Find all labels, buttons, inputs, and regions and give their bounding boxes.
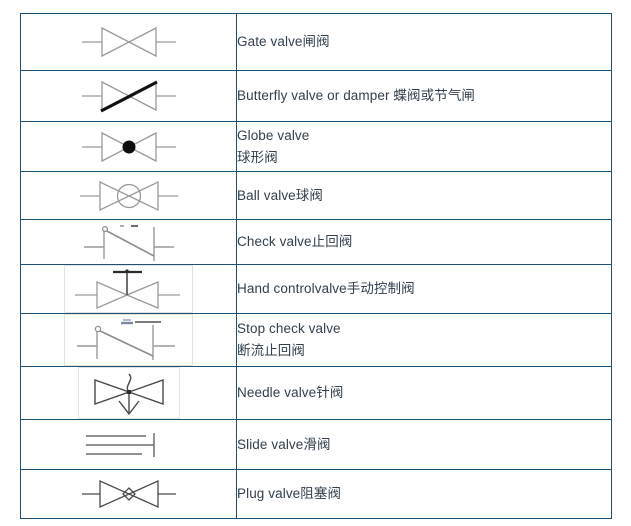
symbol-frame [77,367,180,419]
table-row: Stop check valve 断流止回阀 [20,313,612,367]
label-line: Needle valve针阀 [237,385,344,401]
label-line: Stop check valve [237,321,341,337]
plug-valve-symbol [21,476,236,512]
label-cell: Hand controlvalve手动控制阀 [236,264,612,314]
slide-valve-icon [85,432,155,457]
label-cell: Plug valve阻塞阀 [236,469,612,519]
table-row: Globe valve 球形阀 [20,121,612,172]
plug-valve-icon [81,479,176,509]
label-line: Ball valve球阀 [237,187,323,203]
stop-check-valve-icon [77,319,175,360]
hand-control-valve-icon [75,269,180,309]
slide-valve-symbol [21,428,236,462]
label-cell: Gate valve闸阀 [236,13,612,71]
table-row: Plug valve阻塞阀 [20,469,612,519]
symbol-cell [20,419,237,470]
label-line: Butterfly valve or damper 蝶阀或节气闸 [237,88,476,104]
symbol-cell [20,313,237,367]
label-cell: Butterfly valve or damper 蝶阀或节气闸 [236,70,612,122]
symbol-cell [20,219,237,265]
needle-valve-symbol [21,367,236,419]
needle-valve-icon [93,373,164,416]
table-row: Gate valve闸阀 [20,13,612,71]
symbol-frame [64,314,193,366]
stop-check-valve-symbol [21,314,236,366]
table-row: Ball valve球阀 [20,171,612,220]
label-line: Plug valve阻塞阀 [237,486,342,502]
butterfly-valve-symbol [21,76,236,116]
table-row: Check valve止回阀 [20,219,612,265]
label-cell: Slide valve滑阀 [236,419,612,470]
symbol-cell [20,70,237,122]
label-line: Globe valve [237,127,310,143]
label-cell: Check valve止回阀 [236,219,612,265]
table-row: Needle valve针阀 [20,366,612,420]
globe-valve-symbol [21,127,236,167]
symbol-frame [64,265,193,313]
check-valve-symbol [21,221,236,263]
label-line: 断流止回阀 [237,343,305,358]
label-cell: Globe valve 球形阀 [236,121,612,172]
ball-valve-icon [79,180,178,211]
symbol-cell [20,264,237,314]
globe-valve-icon [81,131,176,162]
label-cell: Needle valve针阀 [236,366,612,420]
check-valve-icon [83,224,174,261]
label-cell: Stop check valve 断流止回阀 [236,313,612,367]
label-line: Slide valve滑阀 [237,436,331,452]
symbol-cell [20,366,237,420]
label-line: 球形阀 [237,149,278,165]
symbol-cell [20,13,237,71]
valve-symbol-table: Gate valve闸阀 [20,13,612,519]
hand-control-valve-symbol [21,265,236,313]
label-line: Gate valve闸阀 [237,34,330,50]
table-row: Hand controlvalve手动控制阀 [20,264,612,314]
label-line: Hand controlvalve手动控制阀 [237,281,415,297]
gate-valve-symbol [21,22,236,62]
gate-valve-icon [81,26,176,58]
valve-table-body: Gate valve闸阀 [20,13,612,519]
symbol-cell [20,469,237,519]
ball-valve-symbol [21,176,236,216]
symbol-cell [20,121,237,172]
label-line: Check valve止回阀 [237,234,353,250]
symbol-cell [20,171,237,220]
label-cell: Ball valve球阀 [236,171,612,220]
butterfly-valve-icon [81,80,176,113]
table-row: Slide valve滑阀 [20,419,612,470]
table-row: Butterfly valve or damper 蝶阀或节气闸 [20,70,612,122]
